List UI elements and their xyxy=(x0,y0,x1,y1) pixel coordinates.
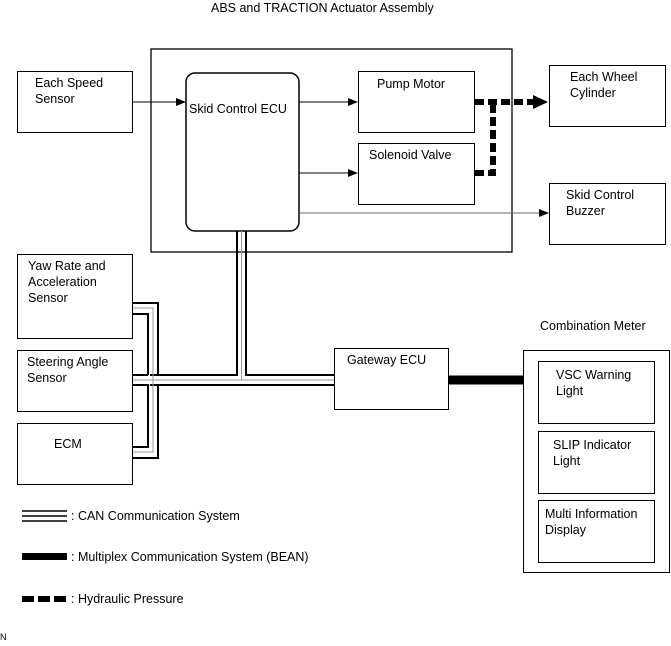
skid-control-buzzer-label: Skid Control Buzzer xyxy=(566,188,635,218)
solenoid-valve-label: Solenoid Valve xyxy=(369,148,452,162)
hydraulic-lines xyxy=(475,99,535,176)
yaw-rate-sensor-label: Yaw Rate and Acceleration Sensor xyxy=(28,259,106,305)
legend-hydraulic-label: : Hydraulic Pressure xyxy=(71,592,184,606)
vsc-warning-light-box xyxy=(538,361,655,424)
each-speed-sensor-label: Each Speed Sensor xyxy=(35,76,104,106)
combination-meter-title: Combination Meter xyxy=(540,319,646,333)
hydraulic-arrowhead xyxy=(533,95,548,109)
legend-can-label: : CAN Communication System xyxy=(71,509,240,523)
corner-mark: N xyxy=(0,632,7,642)
can-bus-lines xyxy=(133,231,334,459)
yaw-rate-sensor-box xyxy=(17,254,133,339)
slip-indicator-light-label: SLIP Indicator Light xyxy=(553,438,632,468)
pump-motor-box xyxy=(358,71,475,133)
ecm-box xyxy=(17,423,133,485)
each-wheel-cylinder-box xyxy=(549,65,666,127)
each-speed-sensor-box xyxy=(17,71,133,133)
multi-information-display-box xyxy=(538,500,655,563)
combination-meter-frame xyxy=(523,350,670,573)
gateway-ecu-label: Gateway ECU xyxy=(347,353,427,367)
each-wheel-cylinder-label: Each Wheel Cylinder xyxy=(570,70,638,100)
legend-bean-symbol xyxy=(22,553,67,560)
ecm-label: ECM xyxy=(54,437,82,451)
actuator-assembly-frame xyxy=(150,48,513,253)
solenoid-valve-box xyxy=(358,143,475,205)
legend-hydraulic-symbol xyxy=(22,596,66,602)
gateway-ecu-box xyxy=(334,348,449,410)
steering-angle-sensor-box xyxy=(17,350,133,412)
vsc-warning-light-label: VSC Warning Light xyxy=(556,368,632,398)
legend-can-symbol xyxy=(22,510,67,522)
skid-control-ecu-label: Skid Control ECU xyxy=(189,102,287,116)
skid-control-buzzer-box xyxy=(549,183,666,245)
slip-indicator-light-box xyxy=(538,431,655,494)
skid-control-ecu-box xyxy=(185,72,300,232)
diagram-title: ABS and TRACTION Actuator Assembly xyxy=(211,1,434,15)
pump-motor-label: Pump Motor xyxy=(377,77,446,91)
legend-bean-label: : Multiplex Communication System (BEAN) xyxy=(71,550,309,564)
steering-angle-sensor-label: Steering Angle Sensor xyxy=(27,355,109,385)
multi-information-display-label: Multi Information Display xyxy=(545,507,638,537)
